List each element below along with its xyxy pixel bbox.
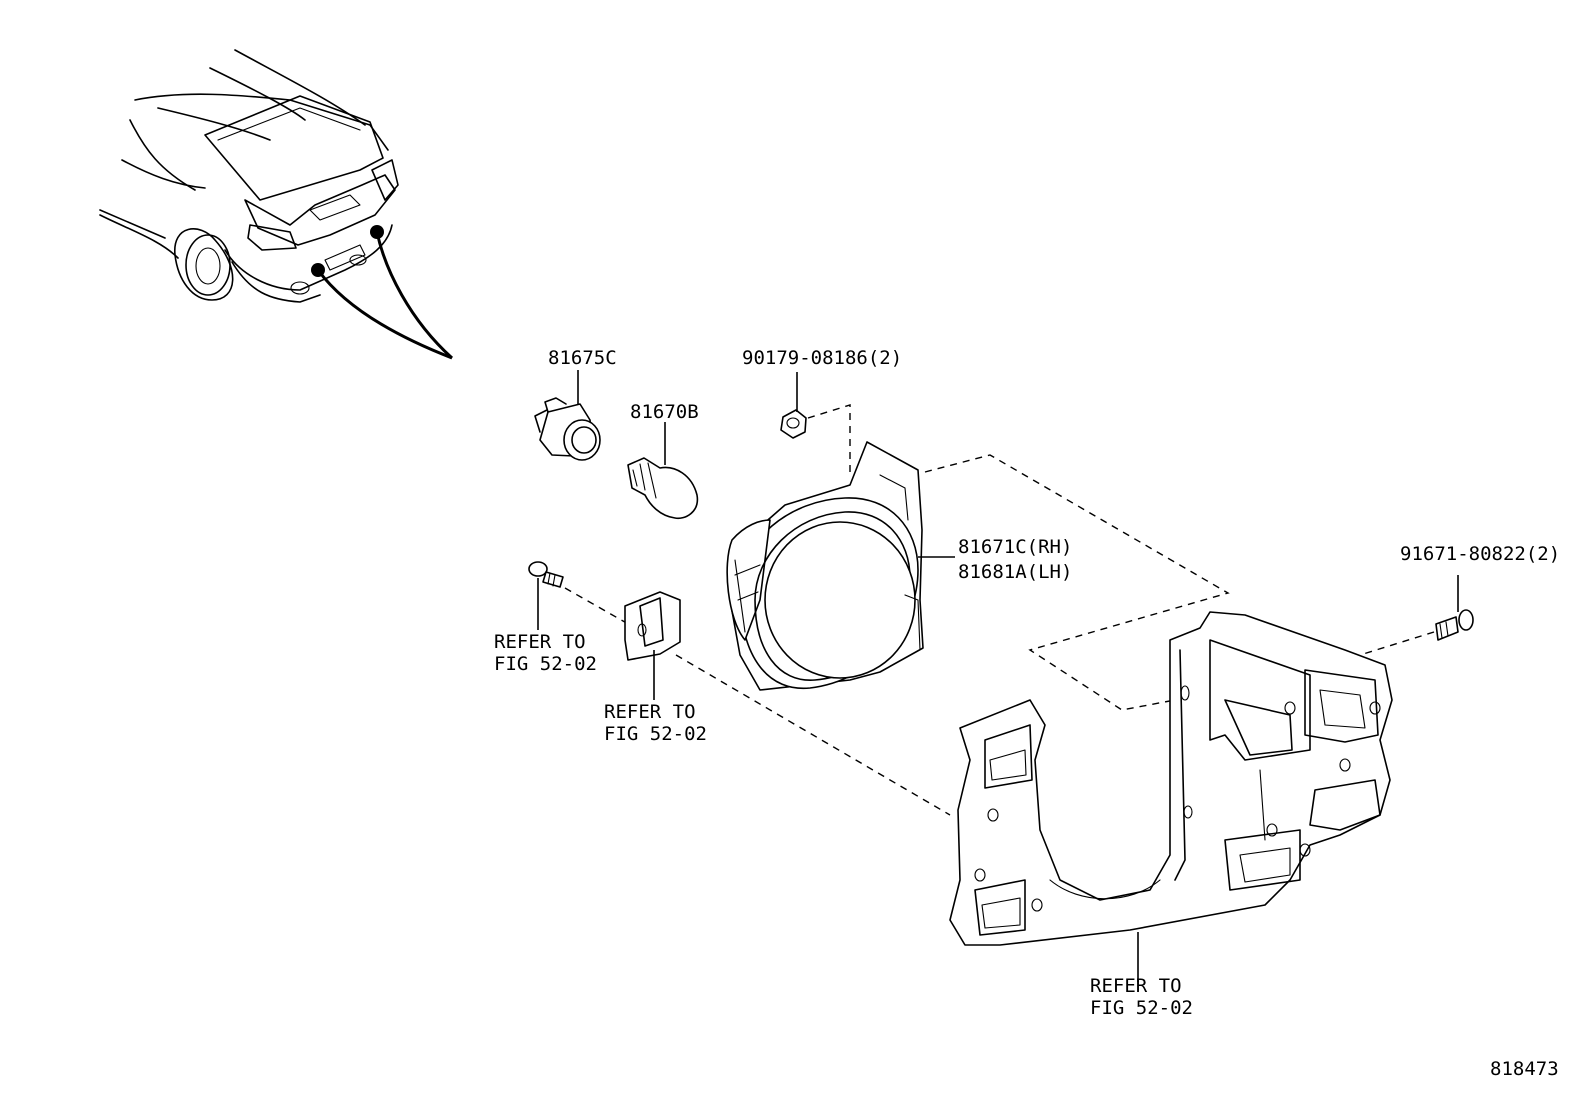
socket-part-number: 81675C xyxy=(548,347,617,369)
small-bracket-part xyxy=(624,591,951,816)
bolt-reference-line2: FIG 52-02 xyxy=(494,653,597,675)
bracket-reference-line2: FIG 52-02 xyxy=(604,723,707,745)
bracket-reference-line1: REFER TO xyxy=(604,701,696,723)
housing-bracket-part xyxy=(924,454,1393,982)
housing-reference-line1: REFER TO xyxy=(1090,975,1182,997)
bulb-part xyxy=(627,422,699,520)
clip-nut-part xyxy=(780,372,851,475)
bolt-reference-line1: REFER TO xyxy=(494,631,586,653)
bolt-part xyxy=(528,561,631,630)
clip-nut-part-number: 90179-08186(2) xyxy=(742,347,902,369)
screw-part xyxy=(1359,575,1474,656)
lamp-lh-part-number: 81681A(LH) xyxy=(958,561,1072,583)
fog-lamp-assembly xyxy=(726,441,955,691)
vehicle-rear-illustration xyxy=(99,49,454,360)
socket-part xyxy=(534,370,601,461)
lamp-rh-part-number: 81671C(RH) xyxy=(958,536,1072,558)
housing-reference-line2: FIG 52-02 xyxy=(1090,997,1193,1019)
screw-part-number: 91671-80822(2) xyxy=(1400,543,1560,565)
bulb-part-number: 81670B xyxy=(630,401,699,423)
diagram-number: 818473 xyxy=(1490,1058,1559,1080)
